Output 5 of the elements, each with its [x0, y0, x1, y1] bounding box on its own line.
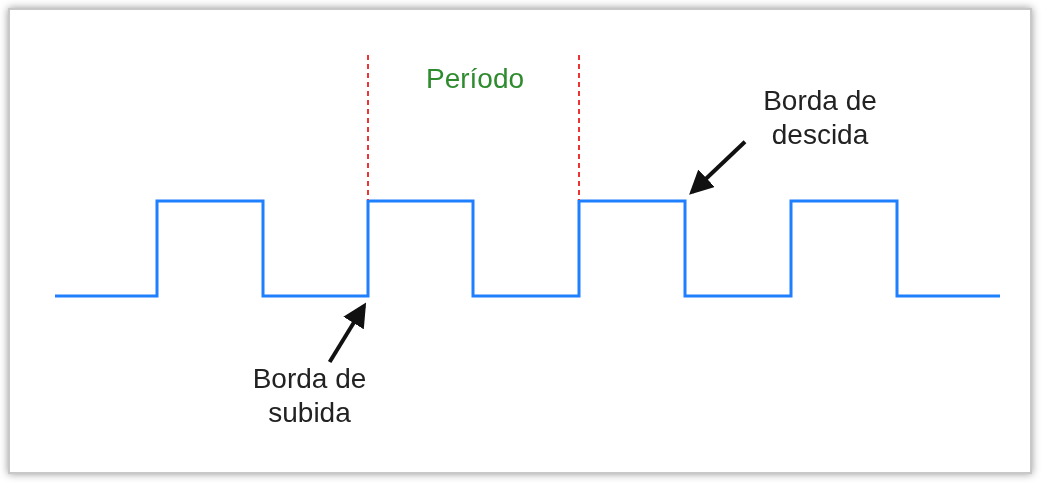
callout-text: Borda de descida: [745, 84, 895, 152]
period-label: Período: [424, 62, 526, 96]
leader-arrow: [327, 302, 367, 364]
leader-arrow: [689, 140, 747, 195]
callout-text: Borda de subida: [232, 362, 387, 430]
